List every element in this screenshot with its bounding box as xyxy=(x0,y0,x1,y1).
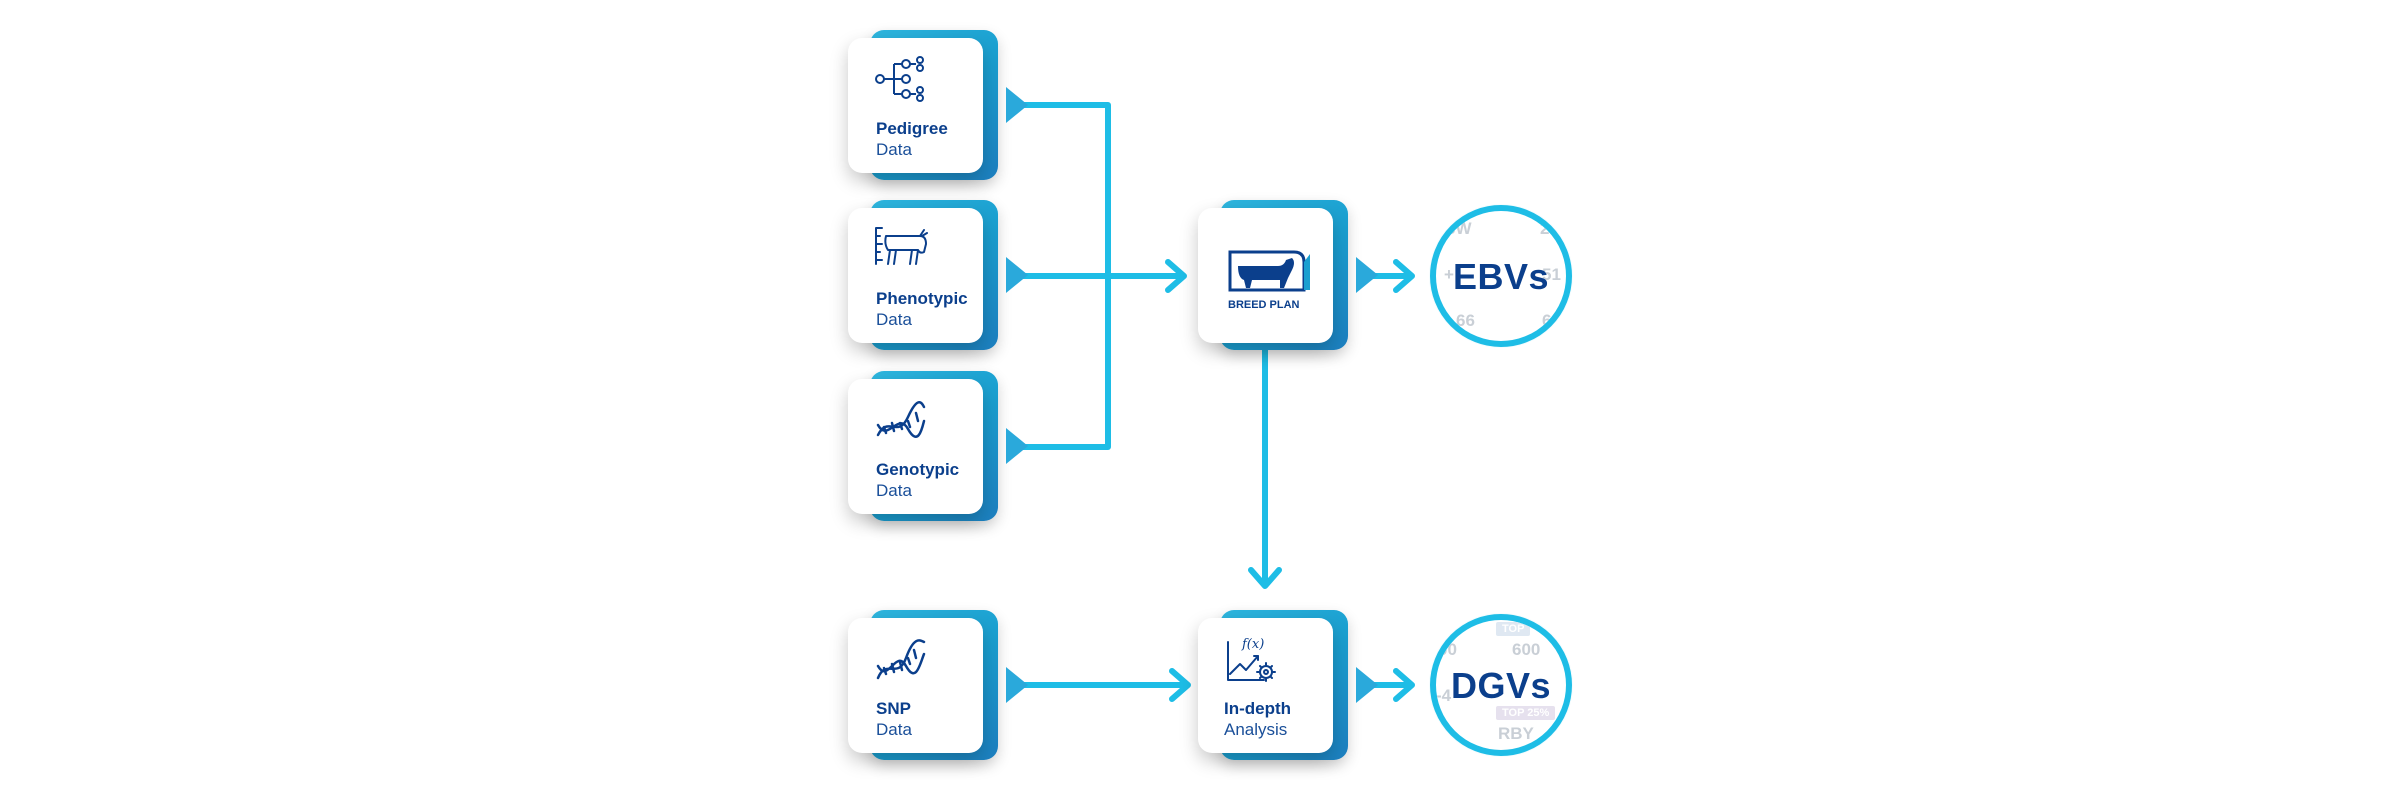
ebvs-bg-value: 3W xyxy=(1446,219,1472,238)
ebvs-bg-value: 51 xyxy=(1542,265,1561,284)
node-title: Pedigree xyxy=(876,119,948,138)
node-subtitle: Data xyxy=(876,481,912,500)
breedplan-cow-logo: BREED PLAN xyxy=(1228,250,1310,311)
node-subtitle: Data xyxy=(876,720,912,739)
node-subtitle: Analysis xyxy=(1224,720,1288,739)
function-chart-gear-icon: f(x) xyxy=(1227,637,1276,682)
node-genotypic: Genotypic Data xyxy=(848,371,1028,521)
node-subtitle: Data xyxy=(876,310,912,329)
node-card: Pedigree Data xyxy=(848,38,983,173)
node-card: Phenotypic Data xyxy=(848,208,983,343)
ebvs-bg-value: + xyxy=(1444,265,1454,284)
node-analysis: f(x) In-depth Analysis xyxy=(1198,610,1378,760)
node-label: Genotypic Data xyxy=(876,459,959,501)
node-card: SNP Data xyxy=(848,618,983,753)
dgvs-bg-value: RBY xyxy=(1498,724,1534,743)
ebvs-bg-value: 6 xyxy=(1542,311,1552,330)
dgvs-bg-chip: TOP 25% xyxy=(1496,706,1556,720)
node-title: SNP xyxy=(876,699,911,718)
dgvs-bg-value: 00 xyxy=(1438,640,1457,659)
node-breedplan: BREED PLAN xyxy=(1198,200,1378,350)
svg-text:f(x): f(x) xyxy=(1241,637,1264,652)
ebvs-bg-value: 66 xyxy=(1456,311,1475,330)
output-ebvs: 3W 2 + 51 66 6 EBVs xyxy=(1430,205,1572,347)
arrowhead-to-breedplan xyxy=(1165,259,1187,293)
node-snp: SNP Data xyxy=(848,610,1028,760)
dgvs-bg-value: -4 xyxy=(1436,686,1452,705)
dna-helix-icon xyxy=(876,639,926,680)
ebvs-label: EBVs xyxy=(1452,256,1550,297)
breedplan-logo-text: BREED PLAN xyxy=(1228,299,1300,311)
ebvs-bg-value: 2 xyxy=(1540,219,1550,238)
pedigree-tree-icon xyxy=(875,56,924,102)
dgvs-label: DGVs xyxy=(1450,665,1552,706)
node-phenotypic: Phenotypic Data xyxy=(848,200,1028,350)
node-label: Phenotypic Data xyxy=(876,288,968,330)
node-label: In-depth Analysis xyxy=(1224,698,1291,740)
node-card: BREED PLAN xyxy=(1198,208,1333,343)
node-title: Genotypic xyxy=(876,460,960,479)
arrowhead-to-dgvs xyxy=(1393,668,1415,702)
dgvs-bg-chip: TOP xyxy=(1496,622,1531,636)
node-title: Phenotypic xyxy=(876,289,968,308)
arrowhead-to-ebvs xyxy=(1393,259,1415,293)
node-card: Genotypic Data xyxy=(848,379,983,514)
node-label: SNP Data xyxy=(876,698,912,740)
node-label: Pedigree Data xyxy=(876,118,948,160)
node-pedigree: Pedigree Data xyxy=(848,30,1028,180)
dna-icon xyxy=(876,401,926,438)
cow-measure-icon xyxy=(875,227,928,265)
node-card: f(x) In-depth Analysis xyxy=(1198,618,1333,753)
node-subtitle: Data xyxy=(876,140,912,159)
node-title: In-depth xyxy=(1224,699,1292,718)
arrowhead-to-analysis xyxy=(1248,567,1282,589)
dgvs-bg-value: 600 xyxy=(1512,640,1541,659)
output-dgvs: TOP 00 600 -4 TOP 25% RBY DGVs xyxy=(1430,614,1572,756)
arrowhead-snp-to-analysis xyxy=(1169,668,1191,702)
